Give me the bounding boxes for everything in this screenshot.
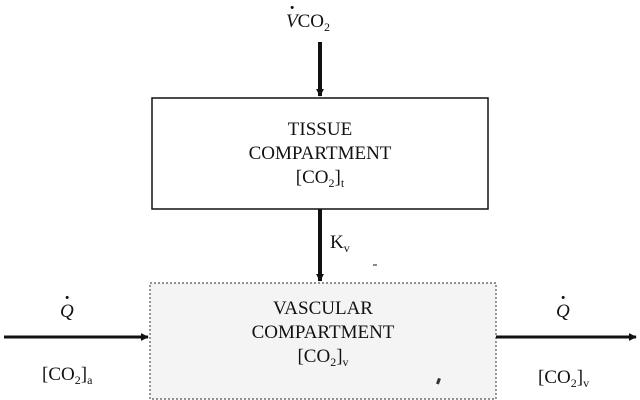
inflow-q-dot: · (64, 288, 71, 309)
scan-speck (373, 264, 377, 266)
tissue-line2: COMPARTMENT (248, 143, 392, 164)
tissue-line1: TISSUE (287, 119, 353, 140)
vco2-dot: · (289, 0, 296, 19)
outflow-q-label: · Q (556, 288, 570, 322)
inflow-concentration-label: [CO2]a (42, 364, 93, 387)
outflow-q-dot: · (560, 288, 567, 309)
vascular-concentration: [CO2]v (297, 346, 349, 369)
vascular-line1: VASCULAR (273, 298, 373, 319)
vascular-compartment-label: VASCULAR COMPARTMENT [CO2]v (150, 297, 496, 374)
tissue-compartment-box (151, 97, 489, 210)
tissue-compartment-label: TISSUE COMPARTMENT [CO2]t (152, 118, 488, 195)
inflow-q-label: · Q (60, 288, 74, 322)
scan-speck (436, 377, 441, 385)
kv-label: Kv (330, 232, 350, 255)
tissue-concentration: [CO2]t (295, 167, 345, 190)
vascular-line2: COMPARTMENT (251, 322, 395, 343)
vco2-label: · VCO2 (286, 0, 331, 34)
outflow-concentration-label: [CO2]v (538, 367, 590, 390)
